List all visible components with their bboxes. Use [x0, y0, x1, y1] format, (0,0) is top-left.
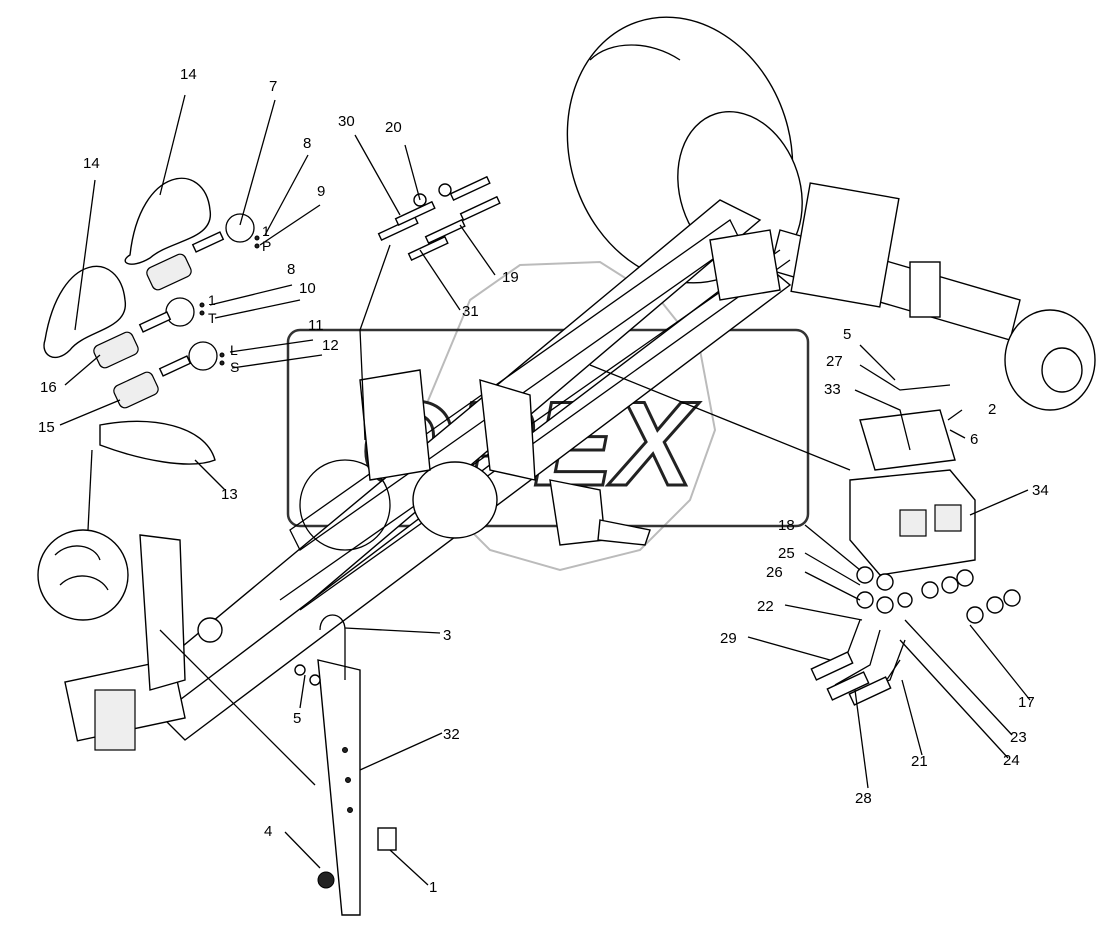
callout-22: 22: [757, 598, 774, 615]
callout-17: 17: [1018, 694, 1035, 711]
callout-8: 8: [303, 135, 311, 152]
callout-10: 10: [299, 280, 316, 297]
pump-assembly: [299, 229, 781, 551]
callout-2: 2: [988, 401, 996, 418]
callout-30: 30: [338, 113, 355, 130]
callout-19: 19: [502, 269, 519, 286]
callout-23: 23: [1010, 729, 1027, 746]
callout-14: 14: [180, 66, 197, 83]
callout-5: 5: [293, 710, 301, 727]
port-label-1b: 1: [208, 292, 216, 308]
callout-6: 6: [970, 431, 978, 448]
callout-21: 21: [911, 753, 928, 770]
callout-26: 26: [766, 564, 783, 581]
callout-16: 16: [40, 379, 57, 396]
callout-3: 3: [443, 627, 451, 644]
callout-25: 25: [778, 545, 795, 562]
callout-8b: 8: [287, 261, 295, 278]
callout-34: 34: [1032, 482, 1049, 499]
port-label-p: P: [262, 238, 271, 254]
callout-11: 11: [308, 317, 324, 334]
callout-24: 24: [1003, 752, 1020, 769]
leader-lines: [59, 94, 1031, 886]
callout-12: 12: [322, 337, 339, 354]
axle: [769, 182, 1096, 411]
callout-27: 27: [826, 353, 843, 370]
callout-28: 28: [855, 790, 872, 807]
callout-numbers: 1 2 3 4 5 5 6 7 8 8 9 10 11 12 13 14 14 …: [38, 66, 1049, 896]
fittings: [377, 175, 501, 262]
callout-1: 1: [429, 879, 437, 896]
callout-18: 18: [778, 517, 795, 534]
callout-31: 31: [462, 303, 479, 320]
callout-15: 15: [38, 419, 55, 436]
port-label-t: T: [208, 310, 217, 326]
port-label-1: 1: [262, 223, 270, 239]
callout-32: 32: [443, 726, 460, 743]
callout-33: 33: [824, 381, 841, 398]
callout-13: 13: [221, 486, 238, 503]
couplers: [43, 177, 255, 465]
callout-14b: 14: [83, 155, 100, 172]
detail-inset: [37, 449, 129, 621]
callout-20: 20: [385, 119, 402, 136]
port-label-l: L: [230, 342, 238, 358]
callout-4: 4: [264, 823, 272, 840]
callout-9: 9: [317, 183, 325, 200]
callout-29: 29: [720, 630, 737, 647]
callout-7: 7: [269, 78, 277, 95]
callout-5b: 5: [843, 326, 851, 343]
jack-stand: [294, 614, 397, 916]
valve-block: [810, 409, 1021, 706]
